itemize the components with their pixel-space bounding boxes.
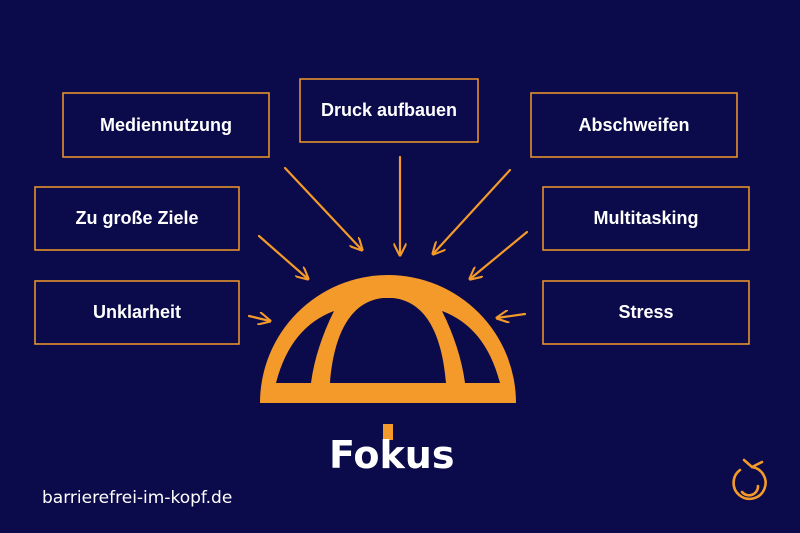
arrow-icon — [497, 314, 527, 318]
refresh-circle-icon — [732, 458, 767, 501]
factor-box-mediennutzung: Mediennutzung — [62, 92, 270, 158]
factor-label: Multitasking — [593, 208, 698, 228]
factor-label: Stress — [618, 302, 673, 322]
factor-label: Unklarheit — [93, 302, 181, 322]
factor-label: Druck aufbauen — [321, 100, 457, 120]
arrow-icon — [433, 168, 512, 254]
fokus-logo: Fokus — [329, 424, 454, 477]
arrow-icon — [247, 316, 270, 321]
center-title: Fokus — [329, 433, 454, 477]
factor-box-zu-grosse-ziele: Zu große Ziele — [34, 186, 240, 251]
arrow-icon — [283, 166, 362, 250]
factor-box-multitasking: Multitasking — [542, 186, 750, 251]
factor-box-druck-aufbauen: Druck aufbauen — [299, 78, 479, 143]
logo-accent-square — [383, 424, 393, 440]
arrow-icon — [470, 230, 529, 279]
factor-label: Abschweifen — [578, 115, 689, 135]
footer-url: barrierefrei-im-kopf.de — [42, 488, 232, 508]
factor-label: Zu große Ziele — [75, 208, 198, 228]
factor-box-unklarheit: Unklarheit — [34, 280, 240, 345]
dome-icon — [260, 275, 516, 403]
arrows — [247, 155, 529, 321]
factor-box-stress: Stress — [542, 280, 750, 345]
factor-box-abschweifen: Abschweifen — [530, 92, 738, 158]
factor-label: Mediennutzung — [100, 115, 232, 135]
arrow-icon — [257, 234, 308, 279]
